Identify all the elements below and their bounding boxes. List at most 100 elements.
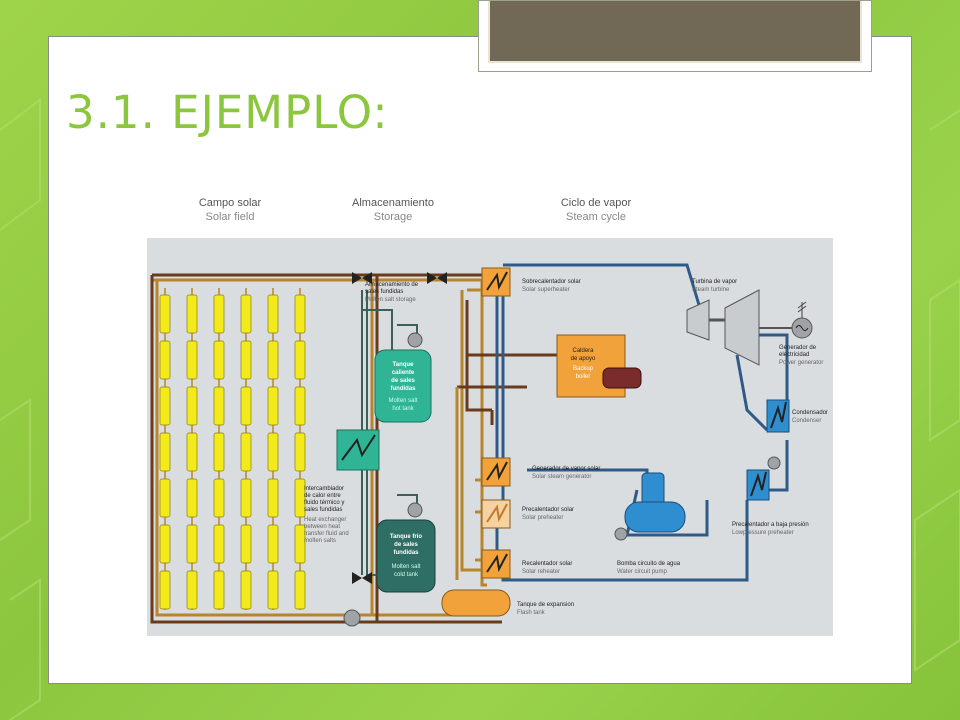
solar-collector-module: [213, 340, 225, 380]
lp-preheater-label-en: Lowpressure preheater: [732, 530, 794, 536]
hot-tank-label-1: Tanque: [393, 362, 415, 368]
solar-collector-module: [294, 478, 306, 518]
hot-tank-label-en-1: Molten salt: [388, 398, 417, 404]
generator-label-es-2: electricidad: [779, 352, 809, 358]
cold-tank-label-3: fundidas: [394, 550, 420, 556]
solar-collector-module: [240, 294, 252, 334]
condenser-label-en: Condenser: [792, 418, 821, 424]
solar-collector-module: [159, 340, 171, 380]
solar-collector-module: [186, 478, 198, 518]
solar-collector-module: [240, 524, 252, 564]
solar-collector-module: [294, 432, 306, 472]
steam-gen-label-en: Solar steam generator: [532, 474, 591, 480]
hot-tank: [374, 332, 432, 423]
solar-collector-field: [159, 288, 306, 610]
solar-steam-generator: [481, 457, 511, 487]
solar-collector-module: [213, 570, 225, 610]
diagram-headers: Campo solar Solar field Almacenamiento S…: [199, 197, 632, 223]
solar-collector-module: [159, 478, 171, 518]
header-storage-en: Storage: [374, 211, 413, 223]
superheater-label-en: Solar superheater: [522, 287, 570, 293]
solar-collector-module: [159, 294, 171, 334]
hx-label-en-3: transfer fluid and: [304, 531, 349, 537]
steam-gen-label-es: Generador de vapor solar: [532, 466, 600, 472]
solar-collector-module: [186, 432, 198, 472]
solar-collector-module: [294, 570, 306, 610]
cold-tank-label-en-1: Molten salt: [391, 564, 420, 570]
boiler-label-1: Caldera: [572, 348, 594, 354]
generator-label-en: Power generator: [779, 360, 823, 366]
header-steam-cycle-es: Ciclo de vapor: [561, 197, 632, 209]
solar-reheater: [481, 549, 511, 579]
hx-label-en-1: Heat exchanger: [304, 517, 346, 523]
cold-tank-label-2: de sales: [394, 542, 418, 548]
solar-collector-module: [240, 570, 252, 610]
solar-collector-module: [267, 570, 279, 610]
solar-preheater: [481, 499, 511, 529]
solar-collector-module: [213, 294, 225, 334]
solar-collector-module: [267, 294, 279, 334]
deaerator-tank: [624, 472, 686, 533]
solar-collector-module: [213, 432, 225, 472]
lp-preheater-label-es: Precalentador a baja presión: [732, 522, 809, 528]
solar-collector-module: [159, 524, 171, 564]
boiler-label-en-1: Backup: [573, 366, 594, 372]
solar-collector-module: [267, 432, 279, 472]
valves: [352, 272, 447, 584]
hot-tank-label-2: caliente: [392, 370, 415, 376]
solar-collector-module: [240, 386, 252, 426]
preheater-label-en: Solar preheater: [522, 515, 563, 521]
steam-turbine: [686, 289, 760, 366]
header-storage-es: Almacenamiento: [352, 197, 434, 209]
solar-collector-module: [159, 432, 171, 472]
htf-pump: [343, 609, 361, 627]
hot-tank-label-en-2: hot tank: [392, 406, 414, 412]
storage-label-es-2: sales fundidas: [365, 289, 403, 295]
solar-collector-module: [240, 432, 252, 472]
solar-collector-module: [294, 524, 306, 564]
solar-collector-module: [294, 386, 306, 426]
steam-line-pipes: [465, 300, 494, 425]
condenser-label-es: Condensador: [792, 410, 828, 416]
solar-collector-module: [213, 524, 225, 564]
turbine-label-es: Turbina de vapor: [692, 279, 737, 285]
cold-tank-label-1: Tanque frío: [390, 534, 423, 540]
solar-collector-module: [159, 570, 171, 610]
solar-collector-module: [294, 340, 306, 380]
water-circuit-pump: [614, 527, 628, 541]
reheater-label-es: Recalentador solar: [522, 561, 572, 567]
generator-label-es-1: Generador de: [779, 345, 817, 351]
solar-collector-module: [186, 294, 198, 334]
cold-tank-label-en-2: cold tank: [394, 572, 419, 578]
hx-label-es-2: de calor entre: [304, 493, 341, 499]
preheater-label-es: Precalentador solar: [522, 507, 574, 513]
turbine-label-en: Steam turbine: [692, 287, 730, 293]
hx-label-es-1: Intercambiador: [304, 486, 344, 492]
reheater-label-en: Solar reheater: [522, 569, 560, 575]
solar-collector-module: [267, 478, 279, 518]
solar-collector-module: [240, 340, 252, 380]
solar-collector-module: [267, 386, 279, 426]
flash-tank-label-en: Flash tank: [517, 610, 546, 616]
solar-plant-diagram: Campo solar Solar field Almacenamiento S…: [147, 197, 833, 636]
header-solar-field-en: Solar field: [206, 211, 255, 223]
header-solar-field-es: Campo solar: [199, 197, 262, 209]
solar-collector-module: [294, 294, 306, 334]
solar-collector-module: [240, 478, 252, 518]
solar-collector-module: [267, 340, 279, 380]
solar-collector-module: [213, 386, 225, 426]
solar-collector-module: [159, 386, 171, 426]
power-generator: [759, 301, 813, 339]
hx-label-es-3: fluido térmico y: [304, 500, 344, 506]
pump-label-en: Water circuit pump: [617, 569, 667, 575]
header-steam-cycle-en: Steam cycle: [566, 211, 626, 223]
solar-collector-module: [186, 386, 198, 426]
htf-pipes: [150, 270, 557, 624]
flash-tank: [441, 589, 511, 617]
solar-collector-module: [186, 340, 198, 380]
hx-label-es-4: sales fundidas: [304, 507, 342, 513]
hx-label-en-2: between heat: [304, 524, 340, 530]
storage-label-en: Molten salt storage: [365, 297, 416, 303]
hot-tank-label-4: fundidas: [391, 386, 417, 392]
flash-tank-label-es: Tanque de expansion: [517, 602, 574, 608]
